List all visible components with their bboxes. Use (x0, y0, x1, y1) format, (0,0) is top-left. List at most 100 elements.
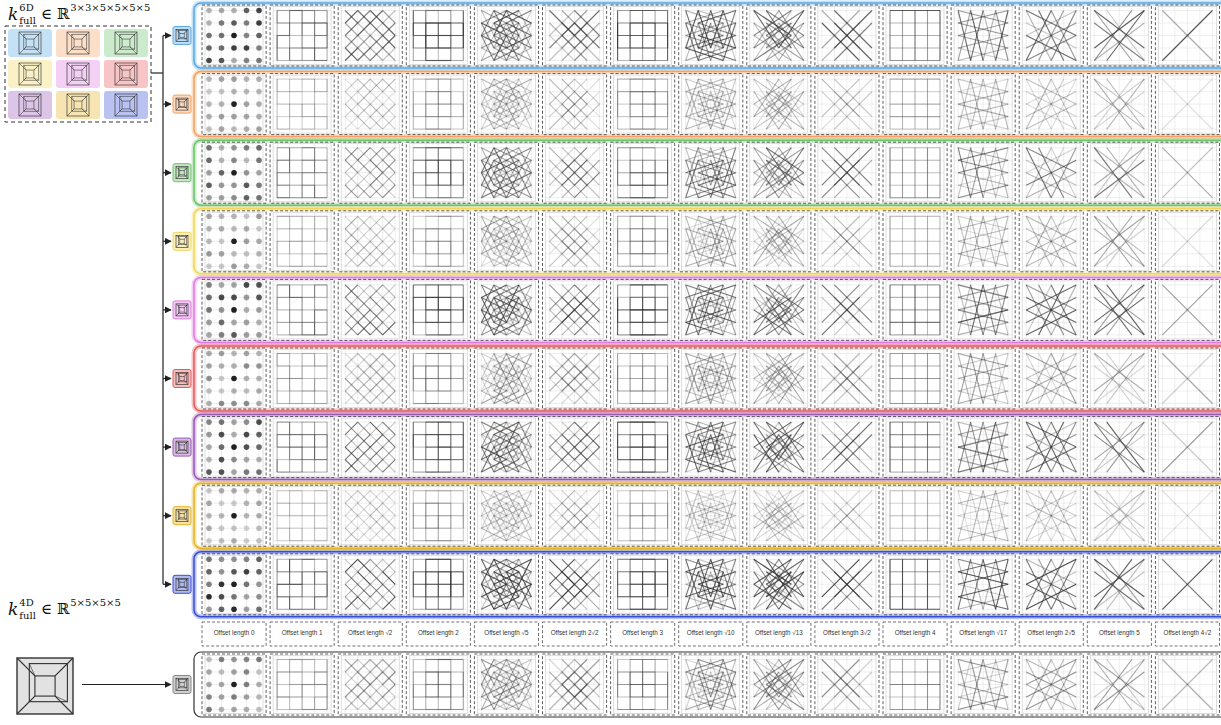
weight-dot (256, 401, 262, 407)
weight-dot (244, 45, 250, 51)
weight-dot (244, 469, 250, 475)
weight-dot (231, 114, 237, 120)
weight-dot (244, 58, 250, 64)
weight-dot (206, 351, 212, 357)
weight-dot (231, 226, 237, 232)
weight-dot (219, 101, 225, 107)
weight-dot (256, 195, 262, 201)
weight-dot (231, 432, 237, 438)
weight-dot (256, 101, 262, 107)
weight-dot (231, 89, 237, 95)
weight-dot (206, 239, 212, 245)
weight-dot (206, 58, 212, 64)
weight-dot (244, 195, 250, 201)
weight-dot (206, 157, 212, 163)
weight-dot (256, 89, 262, 95)
weight-dot (219, 76, 225, 82)
hypercube-tile (104, 29, 148, 57)
weight-dot (219, 33, 225, 39)
weight-dot (231, 45, 237, 51)
weight-dot (244, 8, 250, 14)
weight-dot (206, 332, 212, 338)
weight-dot (244, 101, 250, 107)
weight-dot (244, 226, 250, 232)
weight-dot (244, 401, 250, 407)
weight-dot (244, 351, 250, 357)
weight-dot (256, 157, 262, 163)
weight-dot (206, 20, 212, 26)
weight-dot (256, 469, 262, 475)
weight-dot (206, 195, 212, 201)
weight-dot (219, 320, 225, 326)
weight-dot (256, 226, 262, 232)
weight-dot (256, 282, 262, 288)
weight-dot (231, 195, 237, 201)
weight-dot (219, 251, 225, 257)
weight-dot (206, 182, 212, 188)
weight-dot (219, 8, 225, 14)
weight-dot (206, 388, 212, 394)
weight-dot (219, 351, 225, 357)
weight-dot (231, 101, 237, 107)
hypercube-tile (56, 60, 100, 88)
weight-dot (219, 282, 225, 288)
weight-dot (231, 251, 237, 257)
kernel-row (173, 346, 1221, 411)
weight-dot (219, 307, 225, 313)
weight-dot (206, 226, 212, 232)
weight-dot (256, 320, 262, 326)
kernel-row (173, 72, 1221, 137)
weight-dot (219, 182, 225, 188)
kernel-row (173, 3, 1221, 68)
weight-dot (256, 214, 262, 220)
weight-dot (206, 376, 212, 382)
weight-dot (231, 8, 237, 14)
weight-dot (244, 307, 250, 313)
weight-dot (231, 214, 237, 220)
row-icon-bg (173, 164, 191, 182)
weight-dot (231, 444, 237, 450)
weight-dot (231, 33, 237, 39)
weight-dot (244, 264, 250, 270)
hypercube-tile (8, 91, 52, 119)
weight-dot (231, 332, 237, 338)
weight-dot (206, 114, 212, 120)
weight-dot (256, 351, 262, 357)
weight-dot (219, 114, 225, 120)
weight-dot (256, 45, 262, 51)
weight-dot (219, 264, 225, 270)
weight-dot (206, 101, 212, 107)
weight-dot (219, 432, 225, 438)
weight-dot (206, 295, 212, 301)
weight-dot (206, 89, 212, 95)
weight-dot (231, 295, 237, 301)
weight-dot (244, 114, 250, 120)
weight-dot (256, 20, 262, 26)
weight-dot (231, 363, 237, 369)
weight-dot (206, 282, 212, 288)
weight-dot (219, 45, 225, 51)
weight-dot (206, 45, 212, 51)
weight-dot (256, 33, 262, 39)
weight-dot (256, 251, 262, 257)
hypercube-grid (5, 26, 151, 122)
weight-dot (244, 214, 250, 220)
weight-dot (244, 332, 250, 338)
weight-dot (206, 126, 212, 132)
kernel-row (173, 140, 1221, 205)
weight-dot (206, 457, 212, 463)
weight-dot (231, 170, 237, 176)
kernel-row (173, 209, 1221, 274)
hypercube-tile (56, 91, 100, 119)
hypercube-tile (104, 91, 148, 119)
weight-dot (206, 469, 212, 475)
weight-dot (244, 182, 250, 188)
weight-dot (256, 182, 262, 188)
weight-dot (206, 33, 212, 39)
weight-dot (244, 20, 250, 26)
weight-dot (231, 320, 237, 326)
hypercube-tile (104, 60, 148, 88)
weight-dot (231, 145, 237, 151)
weight-dot (206, 214, 212, 220)
